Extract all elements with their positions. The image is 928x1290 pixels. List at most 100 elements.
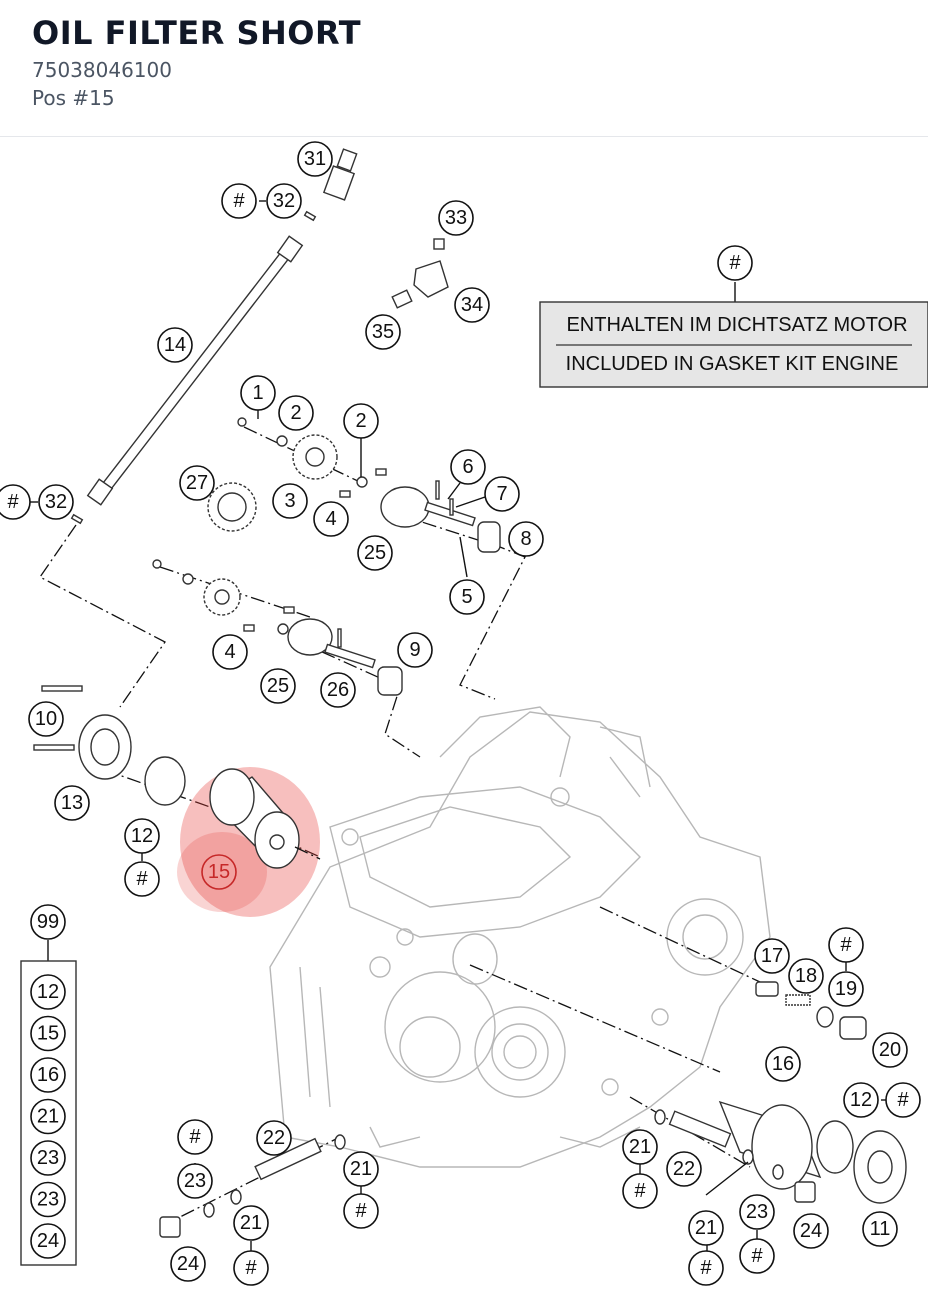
callout-2[interactable]: 2 (278, 395, 314, 431)
callout-22[interactable]: 22 (256, 1120, 292, 1156)
callout-3[interactable]: 3 (272, 483, 308, 519)
svg-text:#: # (729, 252, 741, 274)
callout-19[interactable]: 19 (828, 971, 864, 1007)
callout-label: 4 (325, 508, 336, 530)
callout-4[interactable]: 4 (212, 634, 248, 670)
callout-hash[interactable]: # (221, 183, 257, 219)
callout-hash[interactable]: # (177, 1119, 213, 1155)
gasket-kit-note: ENTHALTEN IM DICHTSATZ MOTOR INCLUDED IN… (539, 301, 928, 388)
callout-label: # (897, 1089, 909, 1111)
callout-21[interactable]: 21 (343, 1151, 379, 1187)
callout-label: 12 (131, 825, 153, 847)
callout-13[interactable]: 13 (54, 785, 90, 821)
callout-hash[interactable]: # (0, 484, 31, 520)
callout-hash[interactable]: # (828, 927, 864, 963)
part-number: 75038046100 (32, 58, 172, 82)
callout-label: 22 (263, 1127, 285, 1149)
callout-26[interactable]: 26 (320, 672, 356, 708)
callout-12[interactable]: 12 (124, 818, 160, 854)
callout-25[interactable]: 25 (357, 535, 393, 571)
svg-text:99: 99 (37, 911, 59, 933)
kit-item-24[interactable]: 24 (30, 1223, 66, 1259)
callout-label: 34 (461, 294, 483, 316)
callout-note-hash[interactable]: # (717, 245, 753, 281)
callout-23[interactable]: 23 (177, 1163, 213, 1199)
svg-text:23: 23 (37, 1147, 59, 1169)
callout-5[interactable]: 5 (449, 579, 485, 615)
callout-12[interactable]: 12 (843, 1082, 879, 1118)
callout-hash[interactable]: # (124, 861, 160, 897)
kit-item-12[interactable]: 12 (30, 974, 66, 1010)
callout-9[interactable]: 9 (397, 632, 433, 668)
callout-label: 25 (267, 675, 289, 697)
callout-label: 24 (177, 1253, 199, 1275)
callout-21[interactable]: 21 (622, 1129, 658, 1165)
callout-label: # (751, 1245, 763, 1267)
callout-35[interactable]: 35 (365, 314, 401, 350)
leader-lines (30, 200, 886, 1251)
callout-hash[interactable]: # (622, 1173, 658, 1209)
kit-item-23[interactable]: 23 (30, 1181, 66, 1218)
callout-1[interactable]: 1 (240, 375, 276, 411)
callout-label: 4 (224, 641, 235, 663)
callout-22[interactable]: 22 (666, 1151, 702, 1187)
kit-item-15[interactable]: 15 (30, 1015, 66, 1052)
callout-16[interactable]: 16 (765, 1046, 801, 1082)
callout-25[interactable]: 25 (260, 668, 296, 704)
callout-99[interactable]: 99 (30, 904, 66, 940)
callout-label: 9 (409, 639, 420, 661)
callout-hash[interactable]: # (233, 1250, 269, 1286)
callout-15-highlight[interactable]: 15 (201, 854, 237, 890)
callout-hash[interactable]: # (343, 1193, 379, 1229)
callout-14[interactable]: 14 (157, 327, 193, 363)
callout-label: 13 (61, 792, 83, 814)
callout-27[interactable]: 27 (179, 465, 215, 501)
note-text-en: INCLUDED IN GASKET KIT ENGINE (566, 353, 899, 375)
callout-24[interactable]: 24 (170, 1246, 206, 1282)
callout-32[interactable]: 32 (38, 484, 74, 520)
callout-label: 24 (800, 1220, 822, 1242)
callout-6[interactable]: 6 (450, 449, 486, 485)
callout-33[interactable]: 33 (438, 200, 474, 236)
callout-4[interactable]: 4 (313, 501, 349, 537)
callout-label: 22 (673, 1158, 695, 1180)
callout-32[interactable]: 32 (266, 183, 302, 219)
callout-2[interactable]: 2 (343, 403, 379, 439)
callout-23[interactable]: 23 (739, 1194, 775, 1230)
callout-21[interactable]: 21 (688, 1210, 724, 1246)
callout-label: 18 (795, 965, 817, 987)
callout-10[interactable]: 10 (28, 701, 64, 737)
callout-31[interactable]: 31 (297, 141, 333, 177)
callout-label: 12 (850, 1089, 872, 1111)
callout-21[interactable]: 21 (233, 1205, 269, 1241)
callout-label: 21 (240, 1212, 262, 1234)
callout-label: 32 (45, 491, 67, 513)
callout-18[interactable]: 18 (788, 958, 824, 994)
callout-34[interactable]: 34 (454, 287, 490, 323)
kit-item-21[interactable]: 21 (30, 1098, 66, 1135)
callout-7[interactable]: 7 (484, 476, 520, 512)
callout-hash[interactable]: # (739, 1238, 775, 1274)
svg-text:21: 21 (37, 1106, 59, 1128)
kit-item-23[interactable]: 23 (30, 1140, 66, 1176)
callout-20[interactable]: 20 (872, 1032, 908, 1068)
parts (33, 148, 907, 1238)
svg-text:16: 16 (37, 1064, 59, 1086)
callout-label: 21 (695, 1217, 717, 1239)
callout-hash[interactable]: # (885, 1082, 921, 1118)
callout-label: # (136, 868, 148, 890)
callout-8[interactable]: 8 (508, 521, 544, 557)
callout-hash[interactable]: # (688, 1250, 724, 1286)
oil-filter-short-highlight[interactable] (177, 767, 321, 917)
callout-label: 21 (350, 1158, 372, 1180)
kit-item-16[interactable]: 16 (30, 1057, 66, 1093)
callout-label: 21 (629, 1136, 651, 1158)
callout-label: 32 (273, 190, 295, 212)
callout-17[interactable]: 17 (754, 938, 790, 974)
page-header: OIL FILTER SHORT 75038046100 Pos #15 (0, 0, 928, 137)
callout-24[interactable]: 24 (793, 1213, 829, 1249)
callout-label: 35 (372, 321, 394, 343)
callout-label: 25 (364, 542, 386, 564)
engine-crankcase (269, 706, 771, 1168)
callout-11[interactable]: 11 (862, 1211, 898, 1247)
